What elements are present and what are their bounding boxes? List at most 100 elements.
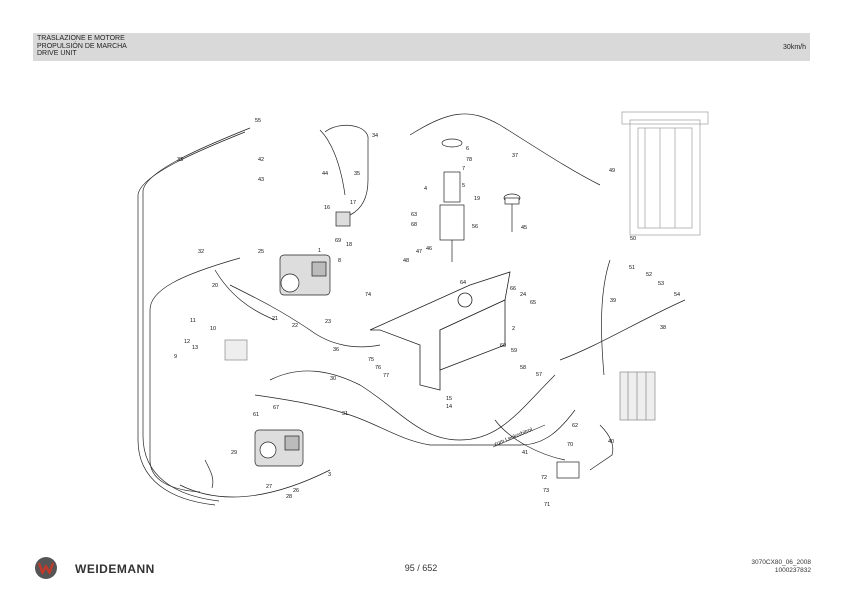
part-label: 50 — [630, 236, 636, 242]
part-label: 71 — [544, 502, 550, 508]
part-label: 74 — [365, 292, 371, 298]
part-label: 9 — [174, 354, 177, 360]
part-label: 38 — [660, 325, 666, 331]
hose-32 — [149, 257, 241, 493]
valve-16 — [335, 211, 351, 227]
part-label: 27 — [266, 484, 272, 490]
part-label: 18 — [346, 242, 352, 248]
part-label: 30 — [330, 376, 336, 382]
part-label: 19 — [474, 196, 480, 202]
part-label: 54 — [674, 292, 680, 298]
part-label: 41 — [522, 450, 528, 456]
pressure-gauge — [503, 193, 521, 232]
hose-36 — [229, 284, 381, 348]
part-label: 75 — [368, 357, 374, 363]
part-label: 47 — [416, 249, 422, 255]
page-number: 95 / 652 — [404, 563, 438, 573]
part-label: 20 — [212, 283, 218, 289]
part-label: 17 — [350, 200, 356, 206]
title-english: DRIVE UNIT — [37, 50, 77, 58]
hose-38 — [559, 299, 686, 361]
part-label: 37 — [512, 153, 518, 159]
part-label: 53 — [658, 281, 664, 287]
hose-33 — [137, 131, 246, 506]
brand-wordmark: WEIDEMANN — [75, 562, 155, 576]
part-label: 12 — [184, 339, 190, 345]
part-label: 28 — [286, 494, 292, 500]
part-label: 7 — [462, 166, 465, 172]
radiator — [621, 111, 709, 236]
hose-39 — [601, 259, 611, 376]
part-label: 2 — [512, 326, 515, 332]
part-label: 36 — [333, 347, 339, 353]
part-label: 39 — [610, 298, 616, 304]
title-spanish: PROPULSIÓN DE MARCHA — [37, 42, 127, 50]
part-label: 26 — [293, 488, 299, 494]
hose-lower — [179, 469, 331, 498]
doc-code: 3070CX80_06_2008 — [751, 559, 811, 566]
brand-logo: WEIDEMANN — [33, 556, 203, 582]
part-label: 48 — [403, 258, 409, 264]
part-label: 55 — [255, 118, 261, 124]
part-label: 16 — [324, 205, 330, 211]
part-label: 29 — [231, 450, 237, 456]
hose-29 — [204, 459, 214, 489]
part-label: 46 — [426, 246, 432, 252]
part-label: 11 — [190, 318, 196, 324]
part-label: 49 — [609, 168, 615, 174]
part-label: 67 — [273, 405, 279, 411]
part-label: 40 — [608, 439, 614, 445]
part-label: 76 — [375, 365, 381, 371]
part-label: 61 — [253, 412, 259, 418]
part-label: 73 — [543, 488, 549, 494]
hose-34 — [324, 125, 369, 216]
part-label: 13 — [192, 345, 198, 351]
part-label: 6 — [466, 146, 469, 152]
part-label: 32 — [198, 249, 204, 255]
part-label: 62 — [572, 423, 578, 429]
part-label: 14 — [446, 404, 452, 410]
part-label: 51 — [629, 265, 635, 271]
part-label: 69 — [335, 238, 341, 244]
part-label: 3 — [328, 472, 331, 478]
part-label: 58 — [520, 365, 526, 371]
part-label: 4 — [424, 186, 427, 192]
part-label: 33 — [177, 157, 183, 163]
part-label: 78 — [466, 157, 472, 163]
control-valve — [619, 371, 656, 421]
part-label: 70 — [567, 442, 573, 448]
drive-motor — [254, 429, 304, 467]
hydraulic-pump — [279, 254, 331, 296]
part-label: 44 — [322, 171, 328, 177]
hose-33b — [142, 127, 251, 502]
part-label: 43 — [258, 177, 264, 183]
doc-number: 1000237832 — [774, 566, 811, 574]
hose-20 — [214, 269, 276, 321]
part-label: 34 — [372, 133, 378, 139]
part-label: 65 — [530, 300, 536, 306]
part-label: 68 — [411, 222, 417, 228]
part-label: 52 — [646, 272, 652, 278]
part-label: 56 — [472, 224, 478, 230]
part-label: 45 — [521, 225, 527, 231]
part-label: 21 — [272, 316, 278, 322]
weidemann-logo-icon — [35, 557, 57, 579]
part-label: 64 — [460, 280, 466, 286]
part-label: 57 — [536, 372, 542, 378]
part-label: 10 — [210, 326, 216, 332]
part-label: 63 — [411, 212, 417, 218]
hose-40 — [589, 424, 614, 471]
hose-30 — [269, 370, 556, 441]
part-label: 60 — [500, 343, 506, 349]
part-label: 22 — [292, 323, 298, 329]
hydraulic-tank — [369, 271, 511, 391]
hose-31 — [254, 394, 576, 446]
hose-37 — [409, 113, 601, 186]
speed-rating: 30km/h — [783, 44, 806, 51]
part-label: 5 — [462, 183, 465, 189]
part-label: 8 — [338, 258, 341, 264]
header-titles: TRASLAZIONE E MOTORE PROPULSIÓN DE MARCH… — [37, 35, 127, 58]
part-label: 31 — [342, 411, 348, 417]
page-header: TRASLAZIONE E MOTORE PROPULSIÓN DE MARCH… — [33, 33, 810, 61]
